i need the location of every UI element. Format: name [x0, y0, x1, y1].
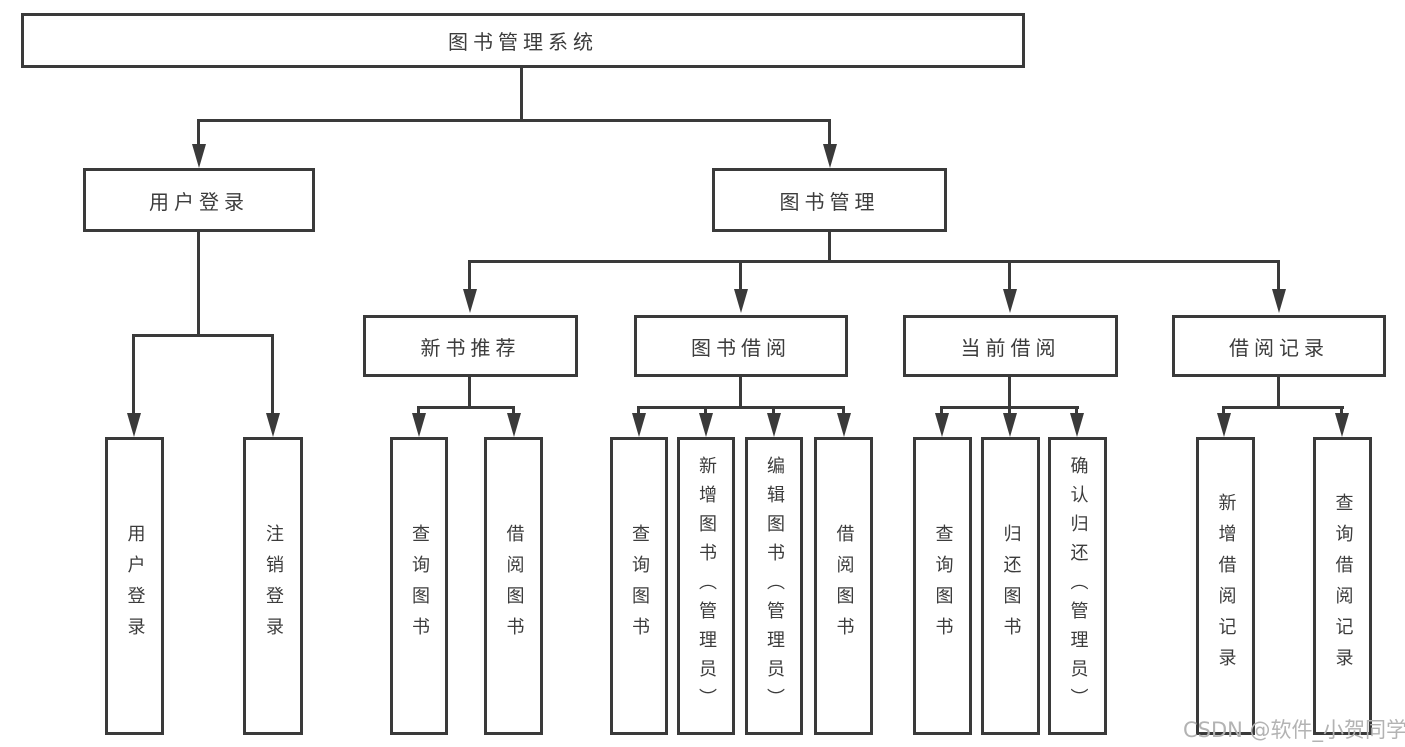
connector-drop-return-books	[1008, 406, 1011, 417]
arrowhead-user-login-icon	[192, 144, 206, 168]
connector-user-login-rail	[132, 334, 274, 337]
connector-book-borrowing-rail	[637, 406, 845, 409]
arrowhead-borrow-books-2-icon	[837, 413, 851, 437]
arrowhead-new-book-icon	[463, 289, 477, 313]
connector-current-borrowing-stem	[1008, 377, 1011, 408]
leaf-query-books-current: 查询图书	[913, 437, 972, 735]
node-user-login: 用户登录	[83, 168, 315, 232]
arrowhead-return-books-icon	[1003, 413, 1017, 437]
arrowhead-confirm-return-icon	[1070, 413, 1084, 437]
connector-user-login-stem	[197, 232, 200, 336]
arrowhead-book-management-icon	[823, 144, 837, 168]
connector-drop-leaf-user-login	[132, 334, 135, 415]
connector-new-book-rail	[417, 406, 515, 409]
node-root: 图书管理系统	[21, 13, 1025, 68]
arrowhead-query-borrow-record-icon	[1335, 413, 1349, 437]
leaf-user-login: 用户登录	[105, 437, 164, 735]
connector-drop-query-books-1	[417, 406, 420, 417]
connector-drop-add-book	[704, 406, 707, 417]
leaf-edit-book-admin: 编辑图书（管理员）	[745, 437, 803, 735]
node-current-borrowing: 当前借阅	[903, 315, 1118, 377]
arrowhead-edit-book-icon	[767, 413, 781, 437]
leaf-query-books-borrowing: 查询图书	[610, 437, 668, 735]
connector-drop-current-borrowing	[1008, 260, 1011, 291]
connector-drop-book-management	[828, 119, 831, 147]
connector-book-management-stem	[828, 232, 831, 262]
leaf-borrow-books-recommend: 借阅图书	[484, 437, 543, 735]
connector-level3-rail	[468, 260, 1280, 263]
connector-drop-query-borrow-record	[1340, 406, 1343, 417]
leaf-confirm-return-admin: 确认归还（管理员）	[1048, 437, 1107, 735]
connector-borrowing-records-rail	[1222, 406, 1344, 409]
node-book-management: 图书管理	[712, 168, 947, 232]
connector-book-borrowing-stem	[739, 377, 742, 408]
connector-drop-user-login	[197, 119, 200, 147]
node-book-borrowing: 图书借阅	[634, 315, 848, 377]
connector-drop-new-book	[468, 260, 471, 291]
leaf-borrow-books-borrowing: 借阅图书	[814, 437, 873, 735]
connector-drop-confirm-return	[1075, 406, 1078, 417]
watermark-text: CSDN @软件_小贺同学	[1183, 718, 1405, 742]
arrowhead-query-books-1-icon	[412, 413, 426, 437]
connector-drop-edit-book	[772, 406, 775, 417]
leaf-query-books-recommend: 查询图书	[390, 437, 448, 735]
leaf-logout: 注销登录	[243, 437, 303, 735]
connector-borrowing-records-stem	[1277, 377, 1280, 408]
arrowhead-book-borrowing-icon	[734, 289, 748, 313]
connector-drop-book-borrowing	[739, 260, 742, 291]
connector-drop-borrow-books-2	[842, 406, 845, 417]
arrowhead-borrow-books-1-icon	[507, 413, 521, 437]
arrowhead-current-borrowing-icon	[1003, 289, 1017, 313]
node-new-book-recommendation: 新书推荐	[363, 315, 578, 377]
connector-drop-query-books-2	[637, 406, 640, 417]
connector-drop-add-borrow-record	[1222, 406, 1225, 417]
arrowhead-add-borrow-record-icon	[1217, 413, 1231, 437]
arrowhead-add-book-icon	[699, 413, 713, 437]
connector-drop-query-books-3	[940, 406, 943, 417]
arrowhead-query-books-2-icon	[632, 413, 646, 437]
arrowhead-leaf-logout-icon	[266, 413, 280, 437]
arrowhead-leaf-user-login-icon	[127, 413, 141, 437]
connector-drop-borrowing-records	[1277, 260, 1280, 291]
arrowhead-query-books-3-icon	[935, 413, 949, 437]
leaf-add-book-admin: 新增图书（管理员）	[677, 437, 735, 735]
connector-drop-borrow-books-1	[512, 406, 515, 417]
leaf-query-borrow-record: 查询借阅记录	[1313, 437, 1372, 735]
connector-level2-rail	[197, 119, 831, 122]
connector-root-stem	[520, 68, 523, 120]
connector-new-book-stem	[468, 377, 471, 408]
leaf-add-borrow-record: 新增借阅记录	[1196, 437, 1255, 735]
connector-drop-leaf-logout	[271, 334, 274, 415]
arrowhead-borrowing-records-icon	[1272, 289, 1286, 313]
leaf-return-books: 归还图书	[981, 437, 1040, 735]
node-borrowing-records: 借阅记录	[1172, 315, 1386, 377]
